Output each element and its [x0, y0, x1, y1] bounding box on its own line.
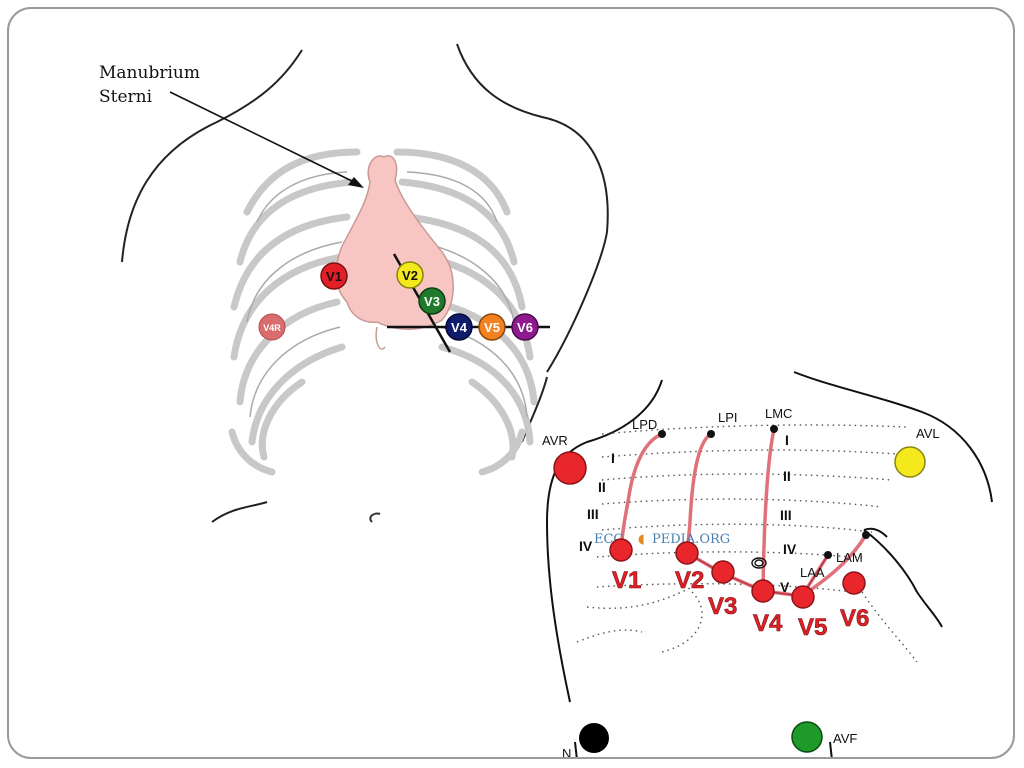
left-chest-diagram: Manubrium Sterni V1 V2 V3 V4 V5 V6 — [99, 43, 609, 523]
left-waist-outline — [211, 501, 268, 523]
right-leg-right — [829, 741, 833, 757]
left-body-outline — [121, 49, 303, 263]
point-laa-label: LAA — [800, 565, 825, 580]
lead-v4r: V4R — [258, 313, 286, 341]
annotation-arrowhead — [348, 177, 364, 188]
xiphoid — [375, 326, 386, 350]
lead-v3: V3 — [418, 287, 446, 315]
roman-right-2: II — [783, 468, 791, 484]
label-v2: V2 — [675, 567, 704, 594]
lead-v3-label: V3 — [424, 294, 440, 309]
limb-avf-label: AVF — [833, 731, 857, 746]
roman-right-5: V — [780, 579, 790, 595]
roman-right-1: I — [785, 432, 789, 448]
right-arm-outline — [863, 529, 943, 628]
right-arm-top — [863, 527, 888, 538]
left-body-outline-right — [456, 43, 609, 373]
electrode-v6 — [842, 571, 866, 595]
lead-v1-label: V1 — [326, 269, 342, 284]
wire-paths — [619, 427, 868, 598]
right-left-shoulder — [545, 379, 663, 703]
annotation-arrow-line — [169, 91, 359, 185]
lead-v6: V6 — [511, 313, 539, 341]
label-v1: V1 — [612, 567, 641, 594]
lead-v6-label: V6 — [517, 320, 533, 335]
lead-v5: V5 — [478, 313, 506, 341]
precordial-labels: V1 V2 V3 V4 V5 V6 — [612, 567, 870, 642]
point-lpd-label: LPD — [632, 417, 657, 432]
landmark-points — [658, 425, 870, 559]
limb-avf — [791, 721, 823, 753]
limb-avr-label: AVR — [542, 433, 568, 448]
label-v4: V4 — [753, 610, 783, 637]
spiral-icon — [751, 557, 767, 569]
lead-v4-label: V4 — [451, 320, 468, 335]
limb-avr — [553, 451, 587, 485]
point-lpi-label: LPI — [718, 410, 738, 425]
annotation-line1: Manubrium — [99, 63, 200, 83]
electrode-v5 — [791, 585, 815, 609]
navel — [369, 512, 381, 523]
slide-frame: Manubrium Sterni V1 V2 V3 V4 V5 V6 — [7, 7, 1015, 759]
label-v3: V3 — [708, 593, 737, 620]
roman-left-4: IV — [579, 538, 593, 554]
electrode-v3 — [711, 560, 735, 584]
limb-n-label: N — [562, 746, 571, 759]
point-lmc-label: LMC — [765, 406, 792, 421]
electrode-v2 — [675, 541, 699, 565]
lead-v5-label: V5 — [484, 320, 500, 335]
lead-v2-label: V2 — [402, 268, 418, 283]
roman-left-1: I — [611, 450, 615, 466]
lead-v4: V4 — [445, 313, 473, 341]
limb-avl-label: AVL — [916, 426, 940, 441]
watermark-logo-icon: ◖ — [638, 532, 645, 547]
electrode-v4 — [751, 579, 775, 603]
roman-right-4: IV — [783, 541, 797, 557]
heart-sternum — [335, 155, 454, 330]
annotation-line2: Sterni — [99, 87, 153, 107]
ecg-lead-placement-figure: Manubrium Sterni V1 V2 V3 V4 V5 V6 — [99, 43, 993, 759]
watermark-part2: PEDIA.ORG — [652, 532, 730, 547]
roman-left-column: I II III IV — [579, 450, 615, 554]
right-leg-left — [574, 741, 578, 757]
label-v6: V6 — [840, 605, 869, 632]
right-right-shoulder — [793, 371, 993, 503]
right-chest-diagram: LPD LPI LMC LAA LAM I II III IV I II III… — [542, 371, 993, 759]
precordial-electrodes — [609, 538, 866, 609]
limb-n — [579, 723, 609, 753]
roman-right-column: I II III IV V — [780, 432, 797, 595]
lead-v4r-label: V4R — [263, 323, 281, 333]
lead-v2: V2 — [396, 261, 424, 289]
roman-left-2: II — [598, 479, 606, 495]
electrode-v1 — [609, 538, 633, 562]
point-lam-label: LAM — [836, 550, 863, 565]
limb-avl — [894, 446, 926, 478]
roman-right-3: III — [780, 507, 792, 523]
label-v5: V5 — [798, 614, 827, 641]
roman-left-3: III — [587, 506, 599, 522]
lead-v1: V1 — [320, 262, 348, 290]
